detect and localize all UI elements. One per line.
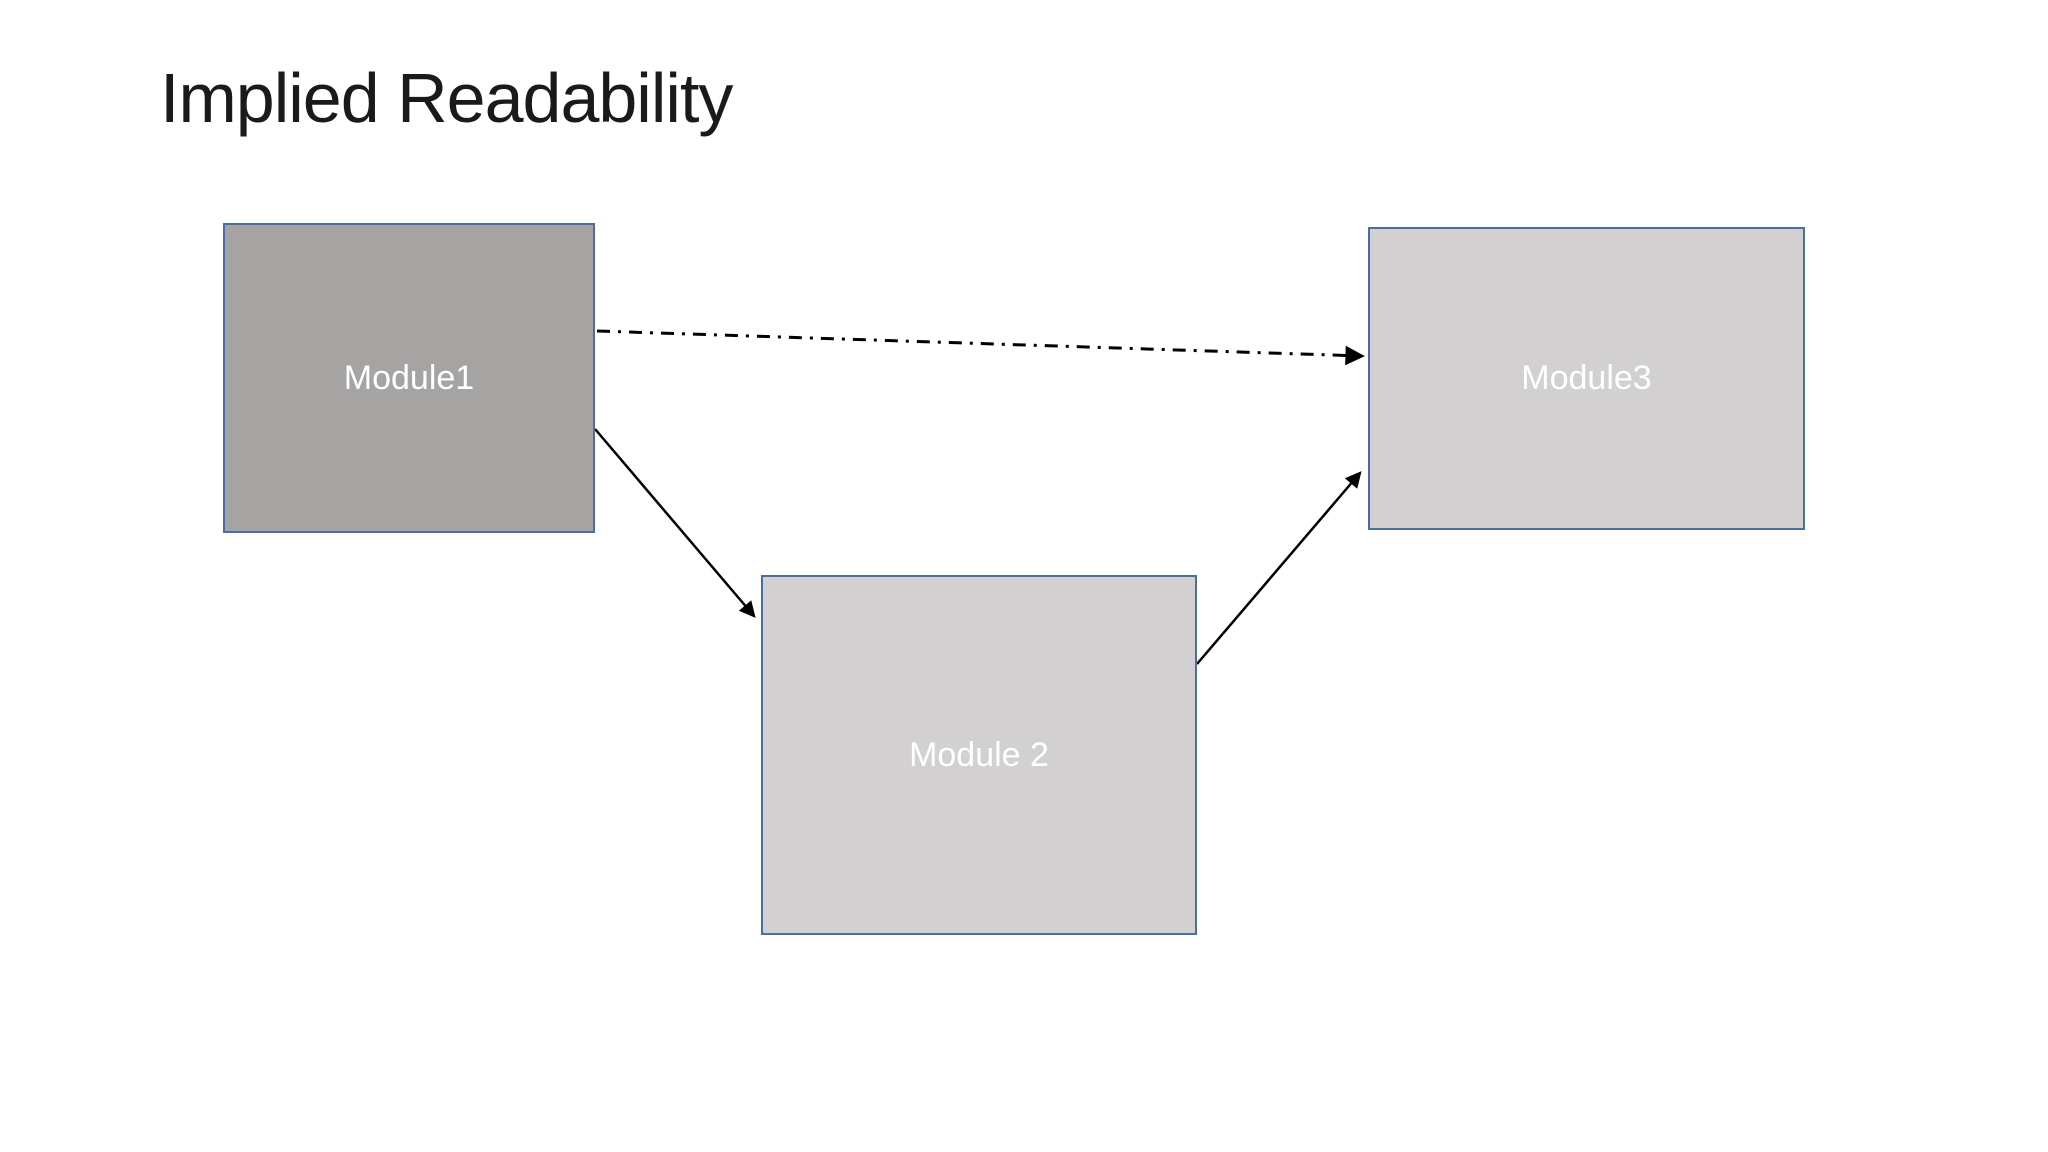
- node-module3[interactable]: Module3: [1368, 227, 1805, 530]
- node-module1-label: Module1: [343, 358, 475, 397]
- node-module2[interactable]: Module 2: [761, 575, 1197, 935]
- edge-module2-to-module3[interactable]: [1196, 471, 1362, 665]
- node-module3-label: Module3: [1521, 359, 1652, 397]
- node-module2-label: Module 2: [909, 735, 1049, 774]
- edge-module1-to-module2[interactable]: [594, 428, 756, 618]
- edge-module1-to-module3[interactable]: [596, 329, 1365, 366]
- node-module1[interactable]: Module1: [223, 223, 595, 533]
- slide-title: Implied Readability: [160, 59, 733, 137]
